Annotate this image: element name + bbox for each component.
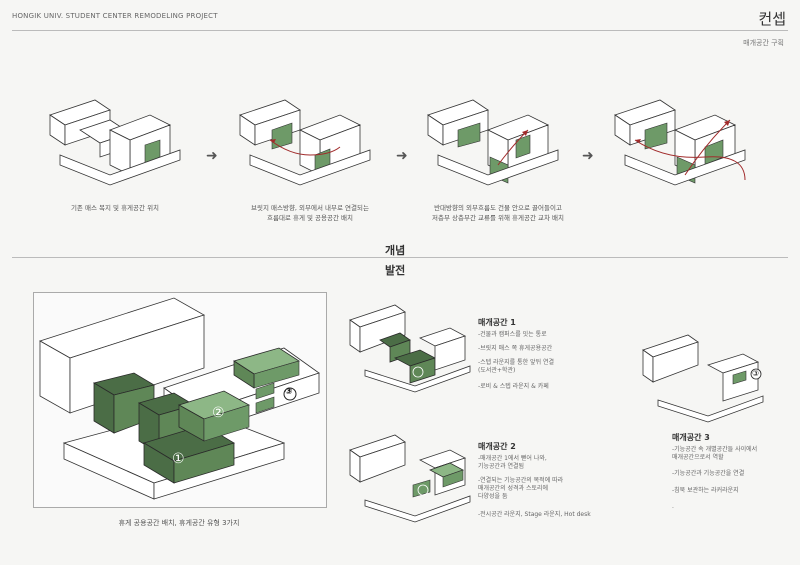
space1-diagram — [345, 300, 475, 390]
space2-title: 매개공간 2 — [478, 441, 516, 452]
big-diagram-caption: 휴게 공용공간 배치, 휴게공간 유형 3가지 — [33, 518, 325, 528]
concept-caption-3: 반대방향의 외부흐름도 건물 안으로 끌어들이고 저층부 상층부간 교류를 위해… — [408, 203, 588, 223]
space3-title: 매개공간 3 — [672, 432, 710, 443]
project-title: HONGIK UNIV. STUDENT CENTER REMODELING P… — [12, 12, 218, 20]
space1-title: 매개공간 1 — [478, 317, 516, 328]
concept-caption-1: 기존 매스 복지 및 휴게공간 위치 — [40, 203, 190, 213]
space3-note-4: . — [672, 503, 674, 511]
space1-note-4: -로비 & 스텝 라운지 & 카페 — [478, 383, 549, 391]
space2-note-3: -전시공간 라운지, Stage 라운지, Hot desk — [478, 511, 591, 519]
label-2: ② — [212, 405, 225, 421]
space3-note-3: -침묵 보관하는 라커라운지 — [672, 487, 739, 495]
space2-note-2: -연결되는 기능공간의 목적에 따라 매개공간의 성격과 스토리에 다양성을 둠 — [478, 477, 563, 501]
big-diagram — [34, 293, 326, 507]
arrow-right-icon: ➜ — [396, 148, 408, 164]
space1-note-3: -스텝 라운지를 통한 앞뒤 연결 (도서관+학관) — [478, 359, 554, 375]
space1-note-2: -브릿지 매스 쪽 휴게공용공간 — [478, 345, 552, 353]
concept-diagram-3 — [418, 85, 568, 195]
big-diagram-frame: ② ① ③ — [33, 292, 327, 508]
space3-num: ③ — [752, 369, 759, 378]
section-concept: 개념 — [385, 242, 405, 258]
space2-diagram — [345, 430, 475, 520]
section-divider — [12, 257, 788, 258]
concept-diagram-4 — [605, 85, 765, 200]
section-development: 발전 — [385, 262, 405, 278]
concept-diagram-2 — [230, 85, 380, 195]
concept-caption-2: 브릿지 매스방향, 외부에서 내부로 연결되는 흐름대로 휴게 및 공용공간 배… — [225, 203, 395, 223]
space3-note-1: -기능공간 속 개별공간들 사이에서 매개공간으로서 역할 — [672, 446, 757, 462]
arrow-right-icon: ➜ — [582, 148, 594, 164]
page-subtitle: 매개공간 구획 — [743, 38, 784, 48]
page-title: 컨셉 — [758, 8, 786, 29]
label-1: ① — [172, 451, 185, 467]
space3-note-2: -기능공간과 기능공간을 연결 — [672, 470, 744, 478]
space2-note-1: -매개공간 1에서 뻗어 나와, 기능공간과 연결됨 — [478, 455, 547, 471]
space1-note-1: -건물과 캠퍼스를 잇는 통로 — [478, 331, 547, 339]
arrow-right-icon: ➜ — [206, 148, 218, 164]
header-divider — [12, 30, 788, 31]
label-3: ③ — [285, 387, 293, 397]
concept-diagram-1 — [40, 85, 190, 195]
